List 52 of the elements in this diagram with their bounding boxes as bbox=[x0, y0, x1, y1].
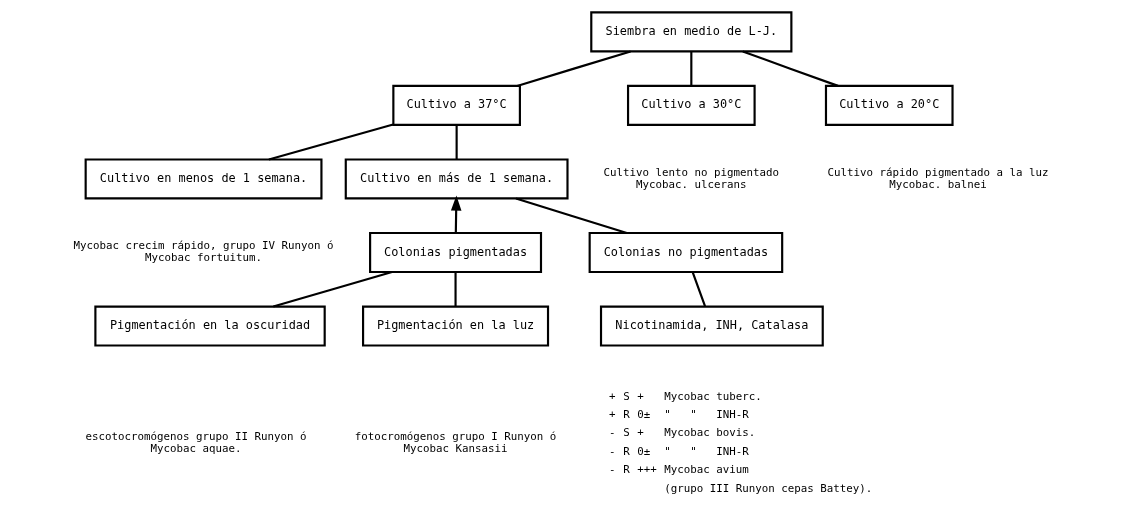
connector bbox=[453, 272, 457, 307]
node-label: Mycobac. ulcerans bbox=[635, 177, 747, 191]
node-label: fotocromógenos grupo I Runyon ó bbox=[354, 429, 556, 443]
label: " " INH-R bbox=[663, 407, 749, 421]
node-box: Cultivo a 37°C bbox=[391, 84, 521, 126]
node-box: Colonias no pigmentadas bbox=[588, 231, 783, 274]
label: 0± bbox=[636, 444, 650, 458]
connector bbox=[455, 125, 458, 159]
node-box: Colonias pigmentadas bbox=[368, 231, 542, 274]
node-box: Pigmentación en la luz bbox=[361, 305, 549, 347]
connector bbox=[272, 271, 392, 308]
node-box: Cultivo en más de 1 semana. bbox=[344, 158, 569, 200]
node-label: escotocromógenos grupo II Runyon ó bbox=[84, 429, 306, 443]
connector bbox=[515, 197, 627, 235]
label: S bbox=[622, 389, 630, 403]
arrow bbox=[450, 195, 461, 233]
label: Mycobac tuberc. bbox=[663, 389, 762, 403]
label: - bbox=[608, 444, 616, 458]
label: Mycobac bovis. bbox=[663, 426, 755, 440]
node-box: Cultivo a 30°C bbox=[626, 84, 756, 126]
node-label: Cultivo rápido pigmentado a la luz bbox=[826, 165, 1048, 179]
node-box: Cultivo a 20°C bbox=[824, 84, 954, 126]
label: (grupo III Runyon cepas Battey). bbox=[663, 481, 872, 495]
label: + bbox=[608, 407, 616, 421]
node-label: Mycobac fortuitum. bbox=[144, 251, 262, 265]
node-label: Mycobac. balnei bbox=[888, 177, 987, 191]
label: - bbox=[608, 426, 616, 440]
node-box: Cultivo en menos de 1 semana. bbox=[84, 158, 322, 200]
label: Mycobac avium bbox=[663, 463, 749, 477]
label: - bbox=[608, 463, 616, 477]
label: 0± bbox=[636, 407, 650, 421]
node-box: Nicotinamida, INH, Catalasa bbox=[599, 305, 824, 347]
label: + bbox=[608, 389, 616, 403]
node-label: Mycobac Kansasii bbox=[403, 441, 508, 455]
connector bbox=[741, 50, 838, 87]
node-label: Cultivo lento no pigmentado bbox=[603, 165, 779, 179]
label: R bbox=[622, 444, 630, 458]
label: R bbox=[622, 463, 630, 477]
connector bbox=[691, 271, 706, 307]
label: R bbox=[622, 407, 630, 421]
label: " " INH-R bbox=[663, 444, 749, 458]
connector bbox=[516, 50, 631, 87]
node-box: Siembra en medio de L-J. bbox=[589, 11, 792, 53]
connector bbox=[689, 51, 692, 86]
label: + bbox=[636, 426, 644, 440]
connector bbox=[268, 123, 393, 161]
label: S bbox=[622, 426, 630, 440]
label: +++ bbox=[636, 463, 657, 477]
node-label: Mycobac crecim rápido, grupo IV Runyon ó bbox=[73, 239, 334, 253]
label: + bbox=[636, 389, 644, 403]
node-box: Pigmentación en la oscuridad bbox=[93, 305, 326, 347]
node-label: Mycobac aquae. bbox=[149, 441, 241, 455]
